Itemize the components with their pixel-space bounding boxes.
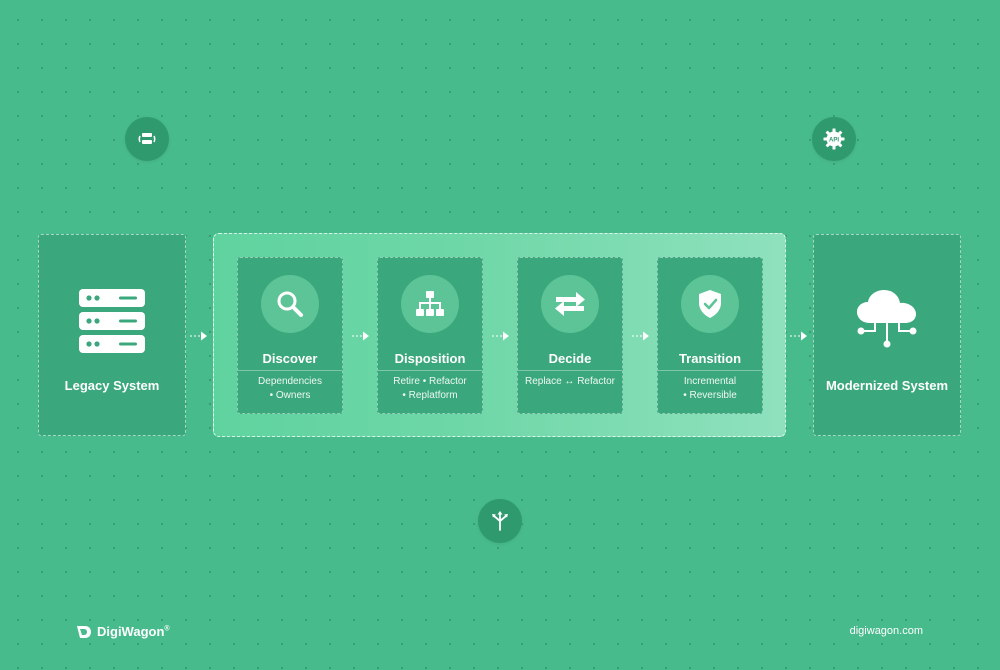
modernized-system-label: Modernized System <box>825 378 949 393</box>
divider <box>378 370 482 371</box>
step-subtitle: Dependencies • Owners <box>238 375 342 403</box>
trademark-symbol: ® <box>164 625 170 633</box>
hierarchy-icon <box>401 275 459 333</box>
cloud-network-icon <box>853 287 921 356</box>
digiwagon-logo-icon <box>77 625 91 638</box>
brand-name: DigiWagon® <box>97 624 170 639</box>
swap-arrows-icon <box>541 275 599 333</box>
step-subtitle-line: Dependencies <box>258 376 322 387</box>
modernized-system-box: Modernized System <box>813 234 961 436</box>
step-subtitle-line: • Owners <box>269 390 311 401</box>
divider <box>658 370 762 371</box>
step-title: Discover <box>262 351 318 366</box>
brand-logo: DigiWagon® <box>76 624 170 639</box>
step-subtitle: Retire • Refactor • Replatform <box>378 375 482 403</box>
shield-check-icon <box>681 275 739 333</box>
split-arrows-icon <box>478 499 522 543</box>
api-gear-icon: API <box>812 117 856 161</box>
arrow-right-icon <box>492 331 509 341</box>
arrow-right-icon <box>790 331 807 341</box>
step-subtitle-line: Incremental <box>683 376 737 387</box>
search-icon <box>261 275 319 333</box>
step-title: Disposition <box>394 351 466 366</box>
server-sync-icon <box>125 117 169 161</box>
website-url[interactable]: digiwagon.com <box>849 625 923 637</box>
legacy-system-box: Legacy System <box>38 234 186 436</box>
brand-name-text: DigiWagon <box>97 624 165 639</box>
step-subtitle-line: Replace ↔ Refactor <box>524 376 616 387</box>
divider <box>518 370 622 371</box>
arrow-right-icon <box>190 331 207 341</box>
step-title: Transition <box>678 351 742 366</box>
step-card-decide: Decide Replace ↔ Refactor <box>517 257 623 414</box>
arrow-right-icon <box>352 331 369 341</box>
step-card-transition: Transition Incremental • Reversible <box>657 257 763 414</box>
divider <box>238 370 342 371</box>
step-subtitle: Replace ↔ Refactor <box>518 375 622 389</box>
server-stack-icon <box>79 289 145 358</box>
step-subtitle-line: Retire • Refactor <box>393 376 467 387</box>
step-subtitle: Incremental • Reversible <box>658 375 762 403</box>
step-subtitle-line: • Replatform <box>402 390 458 401</box>
step-card-discover: Discover Dependencies • Owners <box>237 257 343 414</box>
step-title: Decide <box>548 351 592 366</box>
api-badge-text: API <box>829 137 839 143</box>
legacy-system-label: Legacy System <box>64 378 160 393</box>
step-card-disposition: Disposition Retire • Refactor • Replatfo… <box>377 257 483 414</box>
step-subtitle-line: • Reversible <box>683 390 737 401</box>
arrow-right-icon <box>632 331 649 341</box>
